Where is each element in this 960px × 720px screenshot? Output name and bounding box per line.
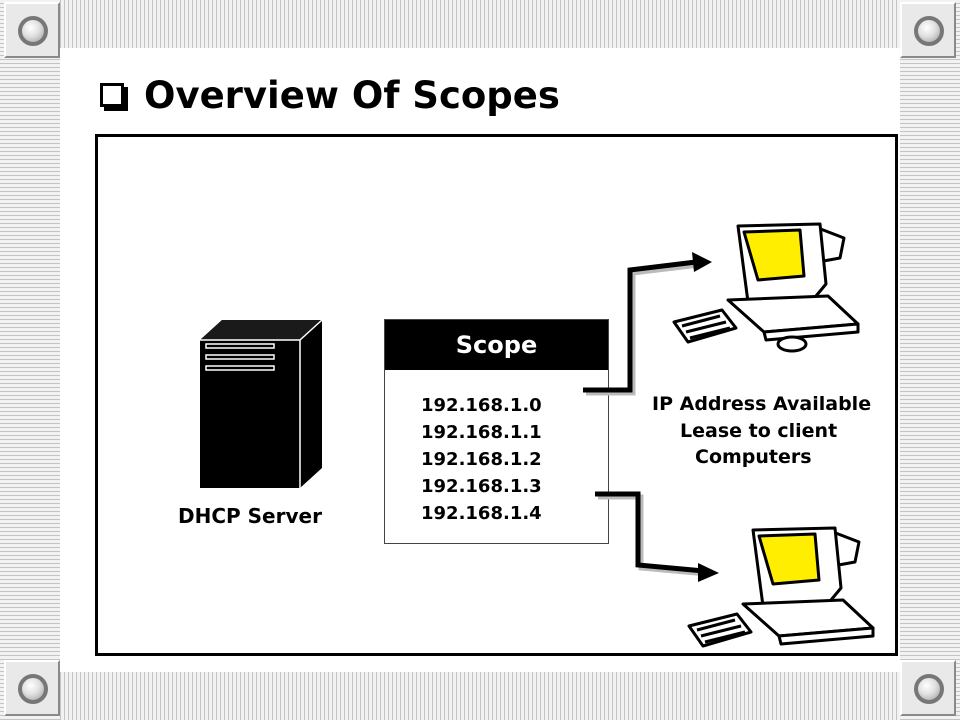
note-line-3: Computers [695,446,812,468]
ip-address-item: 192.168.1.2 [421,449,542,470]
corner-knob-bottom-left [4,660,60,716]
square-bullet-icon [100,83,124,107]
frame-right-bar [900,0,960,720]
server-label: DHCP Server [178,504,322,528]
title-row: Overview Of Scopes [100,70,560,120]
corner-knob-top-left [4,2,60,58]
arrow-head-lower [698,563,719,582]
client-computer-icon [687,526,875,648]
diagram-frame [95,134,898,656]
client-computer-icon [672,222,860,353]
scope-header: Scope [385,320,608,370]
knob-icon [18,16,48,46]
frame-bottom-bar [0,672,960,720]
slide-title: Overview Of Scopes [144,73,560,117]
ip-address-item: 192.168.1.1 [421,422,542,443]
arrow-connector-lower [595,491,705,574]
corner-knob-bottom-right [900,660,956,716]
ip-address-item: 192.168.1.0 [421,395,542,416]
ip-address-list: 192.168.1.0 192.168.1.1 192.168.1.2 192.… [421,392,542,527]
ip-address-item: 192.168.1.3 [421,476,542,497]
arrow-connector-upper [583,259,697,393]
server-tower-icon [200,319,323,488]
scope-box: Scope 192.168.1.0 192.168.1.1 192.168.1.… [384,319,609,544]
ip-address-item: 192.168.1.4 [421,503,542,524]
note-line-1: IP Address Available [652,393,872,415]
knob-icon [18,674,48,704]
frame-left-bar [0,0,60,720]
frame-top-bar [0,0,960,48]
note-line-2: Lease to client [680,420,838,442]
corner-knob-top-right [900,2,956,58]
arrow-head-upper [692,252,712,272]
knob-icon [914,674,944,704]
knob-icon [914,16,944,46]
